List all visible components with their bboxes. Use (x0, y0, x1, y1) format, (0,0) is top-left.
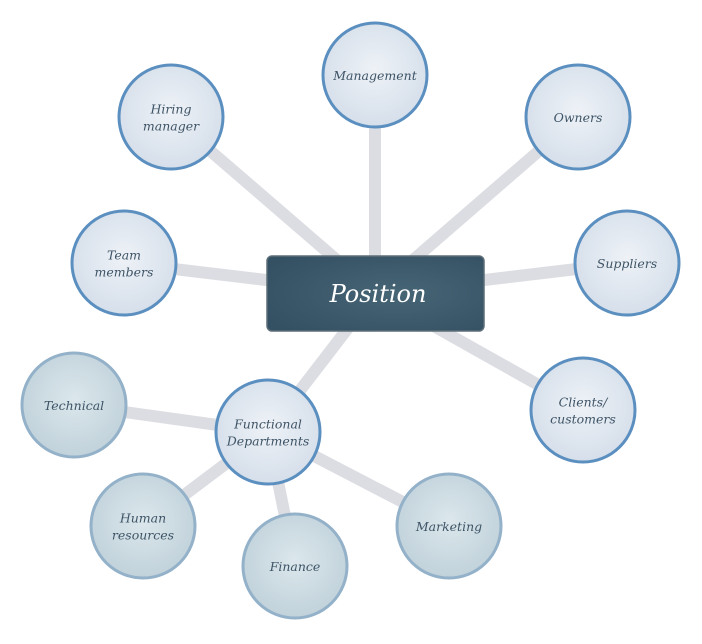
node-label: Functional (233, 417, 302, 432)
node-label: Human (119, 511, 166, 526)
node-circle (241, 512, 349, 620)
node-label: Owners (554, 110, 603, 125)
node-label: Clients/ (559, 395, 609, 410)
center-label: Position (329, 280, 427, 308)
center-node[interactable]: Position (266, 255, 485, 332)
node-label: Departments (226, 434, 310, 449)
node-label: resources (112, 528, 174, 543)
node-label: manager (143, 119, 200, 134)
node-circle (20, 351, 128, 459)
node-technical[interactable]: Technical (20, 351, 128, 459)
node-circle (321, 21, 429, 129)
node-label: Management (332, 68, 417, 83)
node-circle (573, 209, 681, 317)
node-label: Team (107, 248, 141, 263)
node-label: Technical (44, 398, 104, 413)
node-team-members[interactable]: Team members (70, 209, 178, 317)
node-management[interactable]: Management (321, 21, 429, 129)
node-label: Suppliers (597, 256, 657, 271)
node-finance[interactable]: Finance (241, 512, 349, 620)
node-circle (70, 209, 178, 317)
node-suppliers[interactable]: Suppliers (573, 209, 681, 317)
node-circle (214, 378, 322, 486)
node-hiring-manager[interactable]: Hiring manager (117, 63, 225, 171)
node-circle (117, 63, 225, 171)
node-label: Finance (269, 559, 321, 574)
node-circle (89, 472, 197, 580)
node-label: members (95, 265, 154, 280)
node-label: customers (550, 412, 616, 427)
node-circle (524, 63, 632, 171)
node-label: Hiring (150, 102, 192, 117)
node-owners[interactable]: Owners (524, 63, 632, 171)
node-marketing[interactable]: Marketing (395, 472, 503, 580)
node-circle (395, 472, 503, 580)
node-clients-customers[interactable]: Clients/customers (529, 356, 637, 464)
node-circle (529, 356, 637, 464)
node-label: Marketing (415, 519, 482, 534)
node-human-resources[interactable]: Human resources (89, 472, 197, 580)
